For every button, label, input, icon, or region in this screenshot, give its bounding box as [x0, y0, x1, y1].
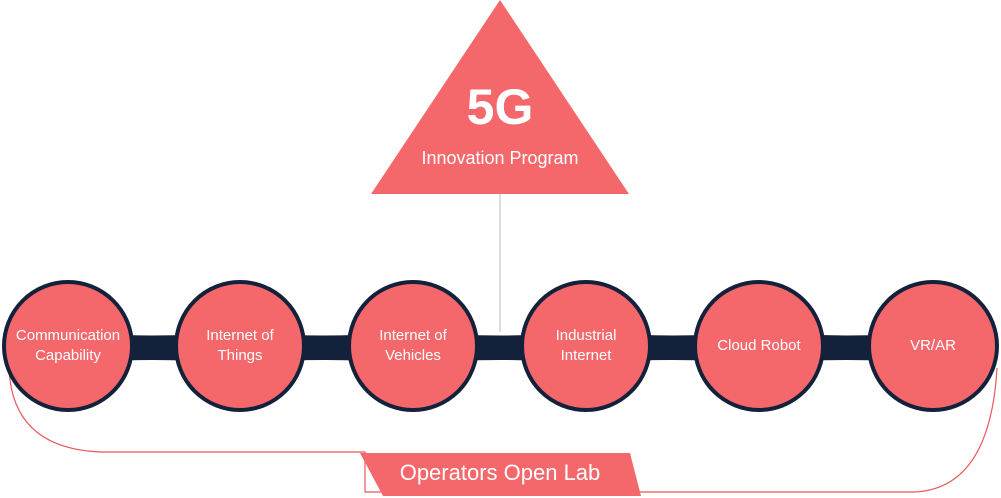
node-label-internet-of-vehicles: Internet of Vehicles: [379, 327, 447, 364]
node-label-vr-ar: VR/AR: [910, 337, 956, 354]
node-circle-internet-of-vehicles: [347, 280, 479, 412]
lab-banner: [360, 453, 641, 496]
program-title: 5G: [466, 79, 534, 135]
node-label-cloud-robot: Cloud Robot: [717, 337, 801, 354]
lab-label: Operators Open Lab: [399, 460, 601, 485]
program-triangle: [371, 0, 629, 194]
node-circle-communication-capability: [2, 280, 134, 412]
lab-outline-path: [8, 367, 998, 493]
node-circle-internet-of-things: [174, 280, 306, 412]
program-subtitle: Innovation Program: [421, 148, 579, 168]
node-circle-vr-ar: [867, 280, 999, 412]
node-label-internet-of-things: Internet of Things: [206, 327, 274, 364]
node-label-industrial-internet: Industrial Internet: [555, 327, 617, 364]
node-circle-industrial-internet: [520, 280, 652, 412]
node-circle-cloud-robot: [693, 280, 825, 412]
node-label-communication-capability: Communication Capability: [15, 327, 121, 364]
